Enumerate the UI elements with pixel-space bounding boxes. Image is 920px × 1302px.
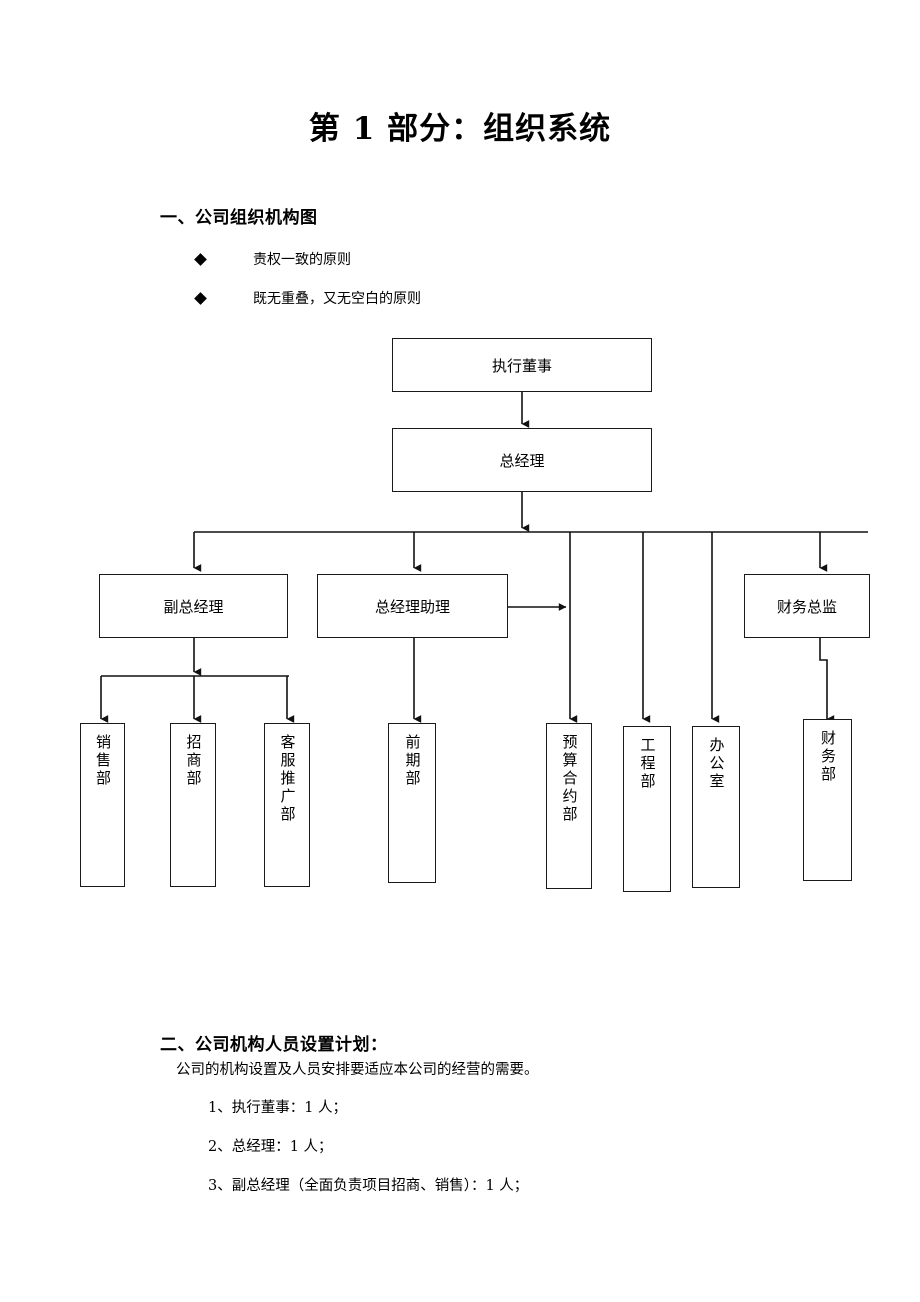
paragraph-intro: 公司的机构设置及人员安排要适应本公司的经营的需要。 [176, 1062, 539, 1078]
node-customer-service-dept[interactable]: 客服推广部 [264, 723, 310, 887]
node-label: 执行董事 [491, 356, 552, 375]
node-label: 招商部 [184, 734, 203, 788]
node-office[interactable]: 办公室 [692, 726, 740, 888]
node-gm-assistant[interactable]: 总经理助理 [317, 574, 508, 638]
node-label: 总经理助理 [374, 597, 450, 616]
node-label: 预算合约部 [560, 734, 579, 824]
node-preliminary-dept[interactable]: 前期部 [388, 723, 436, 883]
list-item: 3、副总经理（全面负责项目招商、销售）：1 人； [208, 1178, 529, 1194]
node-budget-contract-dept[interactable]: 预算合约部 [546, 723, 592, 889]
section-heading-2: 二、公司机构人员设置计划： [160, 1035, 388, 1055]
section-heading-1: 一、公司组织机构图 [160, 208, 318, 228]
list-item: 2、总经理：1 人； [208, 1139, 333, 1155]
node-label: 财务部 [819, 730, 837, 784]
bullet-label: 责权一致的原则 [253, 252, 351, 268]
org-chart-connectors [100, 392, 868, 723]
node-finance-dept[interactable]: 财务部 [803, 719, 852, 881]
node-label: 副总经理 [163, 597, 224, 616]
node-investment-dept[interactable]: 招商部 [170, 723, 216, 887]
org-chart: 执行董事 总经理 副总经理 总经理助理 财务总监 销售部 招商部 客服推广部 前… [80, 338, 870, 892]
node-label: 客服推广部 [278, 734, 297, 824]
list-item: 1、执行董事：1 人； [208, 1100, 348, 1116]
page-title: 第 1 部分：组织系统 [308, 111, 612, 147]
node-general-manager[interactable]: 总经理 [392, 428, 652, 492]
node-label: 工程部 [638, 737, 657, 791]
node-executive-director[interactable]: 执行董事 [392, 338, 652, 392]
bullet-label: 既无重叠，又无空白的原则 [253, 291, 421, 307]
node-deputy-general-manager[interactable]: 副总经理 [99, 574, 288, 638]
node-engineering-dept[interactable]: 工程部 [623, 726, 671, 892]
node-finance-director[interactable]: 财务总监 [744, 574, 870, 638]
node-label: 前期部 [403, 734, 422, 788]
node-label: 办公室 [707, 737, 726, 791]
bullet-item: 既无重叠，又无空白的原则 [194, 288, 421, 308]
node-label: 销售部 [94, 734, 112, 788]
bullet-item: 责权一致的原则 [194, 249, 351, 269]
node-label: 财务总监 [776, 597, 837, 616]
node-sales-dept[interactable]: 销售部 [80, 723, 125, 887]
node-label: 总经理 [499, 451, 545, 470]
